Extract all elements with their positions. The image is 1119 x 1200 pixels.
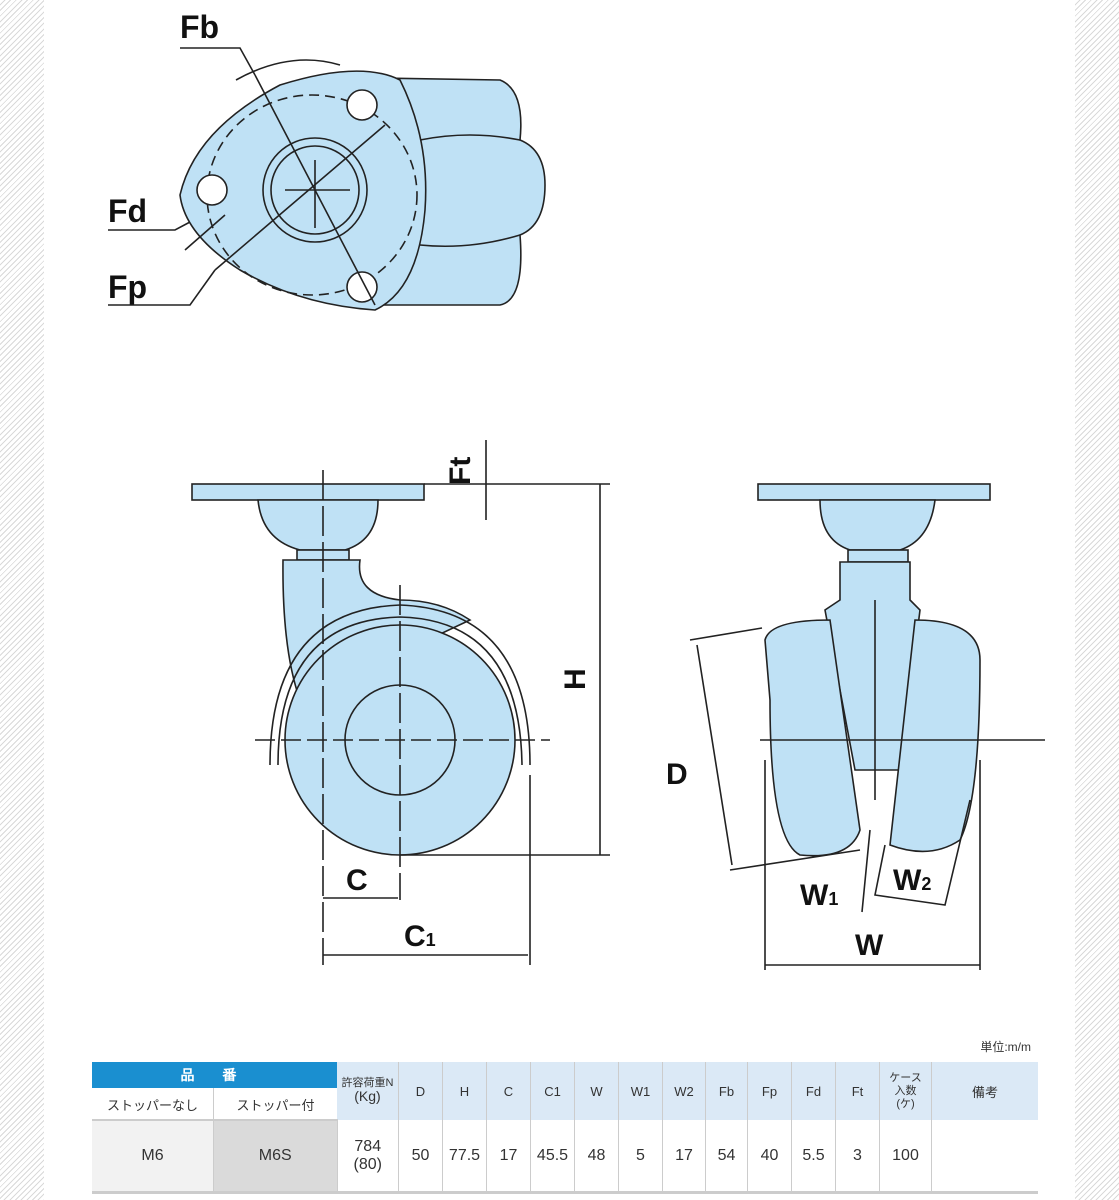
load-header: 許容荷重N(Kg) (337, 1062, 399, 1120)
unit-label: 単位:m/m (980, 1040, 1031, 1054)
col-header: Fb (705, 1062, 748, 1120)
part-number-header: 品 番 (92, 1062, 337, 1089)
col-header: Fd (791, 1062, 836, 1120)
side-view (191, 440, 610, 965)
cell-value: 17 (486, 1120, 531, 1194)
cell-no-stopper: M6 (92, 1120, 214, 1194)
label-w2: W2 (893, 864, 931, 897)
cell-value: 50 (398, 1120, 443, 1194)
cell-value: 3 (835, 1120, 880, 1194)
label-fd: Fd (108, 193, 147, 229)
label-c1: C1 (404, 920, 436, 953)
col-header: Fp (747, 1062, 792, 1120)
no-stopper-header: ストッパーなし (92, 1088, 214, 1121)
cell-value: 77.5 (442, 1120, 487, 1194)
spec-table: 品 番 許容荷重N(Kg) D H C C1 W W1 W2 Fb Fp Fd … (92, 1062, 1038, 1194)
label-h: H (559, 668, 592, 690)
cell-load: 784(80) (337, 1120, 399, 1194)
cell-value: 17 (662, 1120, 706, 1194)
right-border-pattern (1075, 0, 1119, 1200)
cell-value: 45.5 (530, 1120, 575, 1194)
col-header: D (398, 1062, 443, 1120)
with-stopper-header: ストッパー付 (213, 1088, 337, 1121)
col-header: C (486, 1062, 531, 1120)
col-header: H (442, 1062, 487, 1120)
left-border-pattern (0, 0, 44, 1200)
label-ft: Ft (444, 457, 477, 485)
remarks-header: 備考 (931, 1062, 1038, 1120)
label-fp: Fp (108, 269, 147, 305)
cell-value: 48 (574, 1120, 619, 1194)
cell-with-stopper: M6S (213, 1120, 338, 1194)
cell-case-qty: 100 (879, 1120, 932, 1194)
cell-value: 40 (747, 1120, 792, 1194)
cell-value: 5 (618, 1120, 663, 1194)
col-header: C1 (530, 1062, 575, 1120)
col-header: Ft (835, 1062, 880, 1120)
cell-value: 5.5 (791, 1120, 836, 1194)
col-header: W1 (618, 1062, 663, 1120)
top-view (108, 47, 546, 311)
caster-diagram: Fb Fd Fp Ft H C C1 D W1 W2 W (108, 9, 1045, 970)
label-w1: W1 (800, 879, 838, 912)
cell-value: 54 (705, 1120, 748, 1194)
front-view (689, 483, 1045, 970)
case-qty-header: ケース入数(ケ) (879, 1062, 932, 1120)
label-d: D (666, 758, 688, 791)
table-row: M6 M6S 784(80) 50 77.5 17 45.5 48 5 17 5… (92, 1120, 1038, 1194)
col-header: W2 (662, 1062, 706, 1120)
label-c: C (346, 864, 368, 897)
label-fb: Fb (180, 9, 219, 45)
label-w: W (855, 929, 884, 962)
cell-remarks (931, 1120, 1038, 1194)
col-header: W (574, 1062, 619, 1120)
